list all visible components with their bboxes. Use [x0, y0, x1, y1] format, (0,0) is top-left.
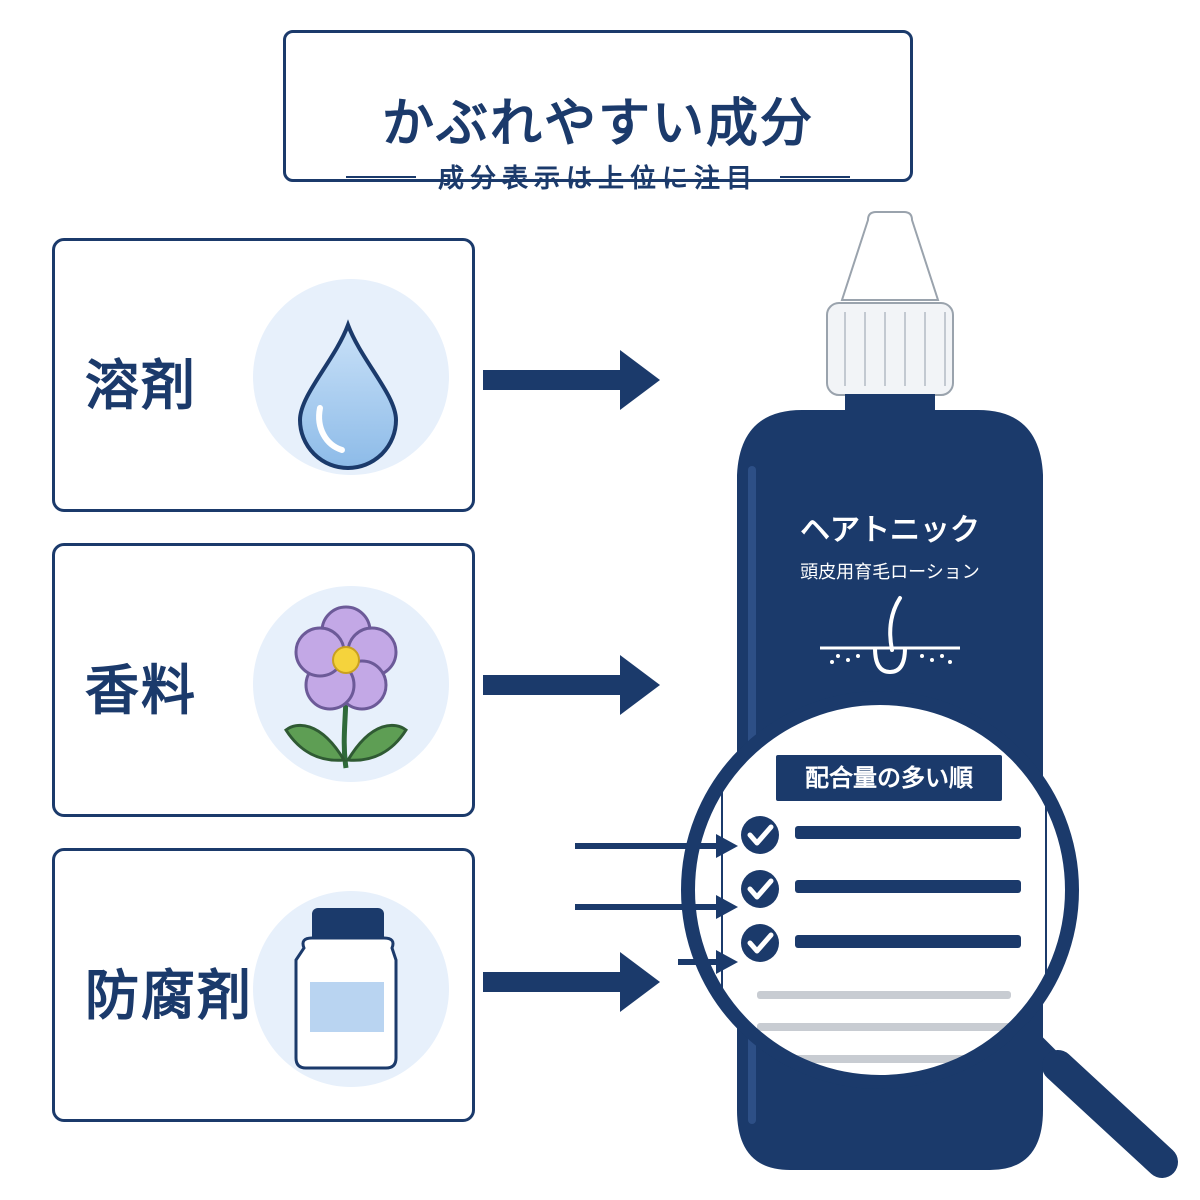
- flower-icon: [284, 605, 408, 769]
- product-description: 頭皮用育毛ローション: [800, 562, 980, 583]
- ingredient-list-row-faded: [757, 991, 1011, 999]
- title-box: かぶれやすい成分 成分表示は上位に注目: [283, 30, 913, 194]
- ingredient-list-row: [741, 870, 1021, 908]
- ingredient-order-header: 配合量の多い順: [776, 755, 1002, 801]
- subtitle-row: 成分表示は上位に注目: [286, 158, 910, 195]
- magnifying-glass-icon: [681, 691, 1178, 1178]
- ingredient-list-row-faded: [795, 1055, 969, 1063]
- ingredient-list-row: [741, 816, 1021, 854]
- water-drop-icon: [297, 319, 399, 470]
- ingredient-list-row-faded: [757, 1023, 1011, 1031]
- arrow-preservative: [483, 952, 660, 1012]
- ingredient-label: 溶剤: [85, 354, 197, 417]
- product-name: ヘアトニック: [800, 513, 980, 548]
- ingredient-label: 香料: [85, 659, 197, 722]
- arrow-solvent: [483, 350, 660, 410]
- preservative-bottle-icon: [294, 908, 398, 1070]
- hair-follicle-icon: [820, 596, 960, 675]
- page-title: かぶれやすい成分: [381, 94, 814, 154]
- subtitle-divider-right: [780, 175, 850, 178]
- ingredient-label: 防腐剤: [85, 964, 253, 1027]
- pointer-arrow-2: [575, 895, 738, 919]
- bottle-cap: [826, 211, 954, 416]
- subtitle-divider-left: [345, 175, 416, 178]
- page-subtitle: 成分表示は上位に注目: [437, 164, 758, 194]
- ingredient-list-row: [741, 924, 1021, 962]
- arrow-fragrance: [483, 655, 660, 715]
